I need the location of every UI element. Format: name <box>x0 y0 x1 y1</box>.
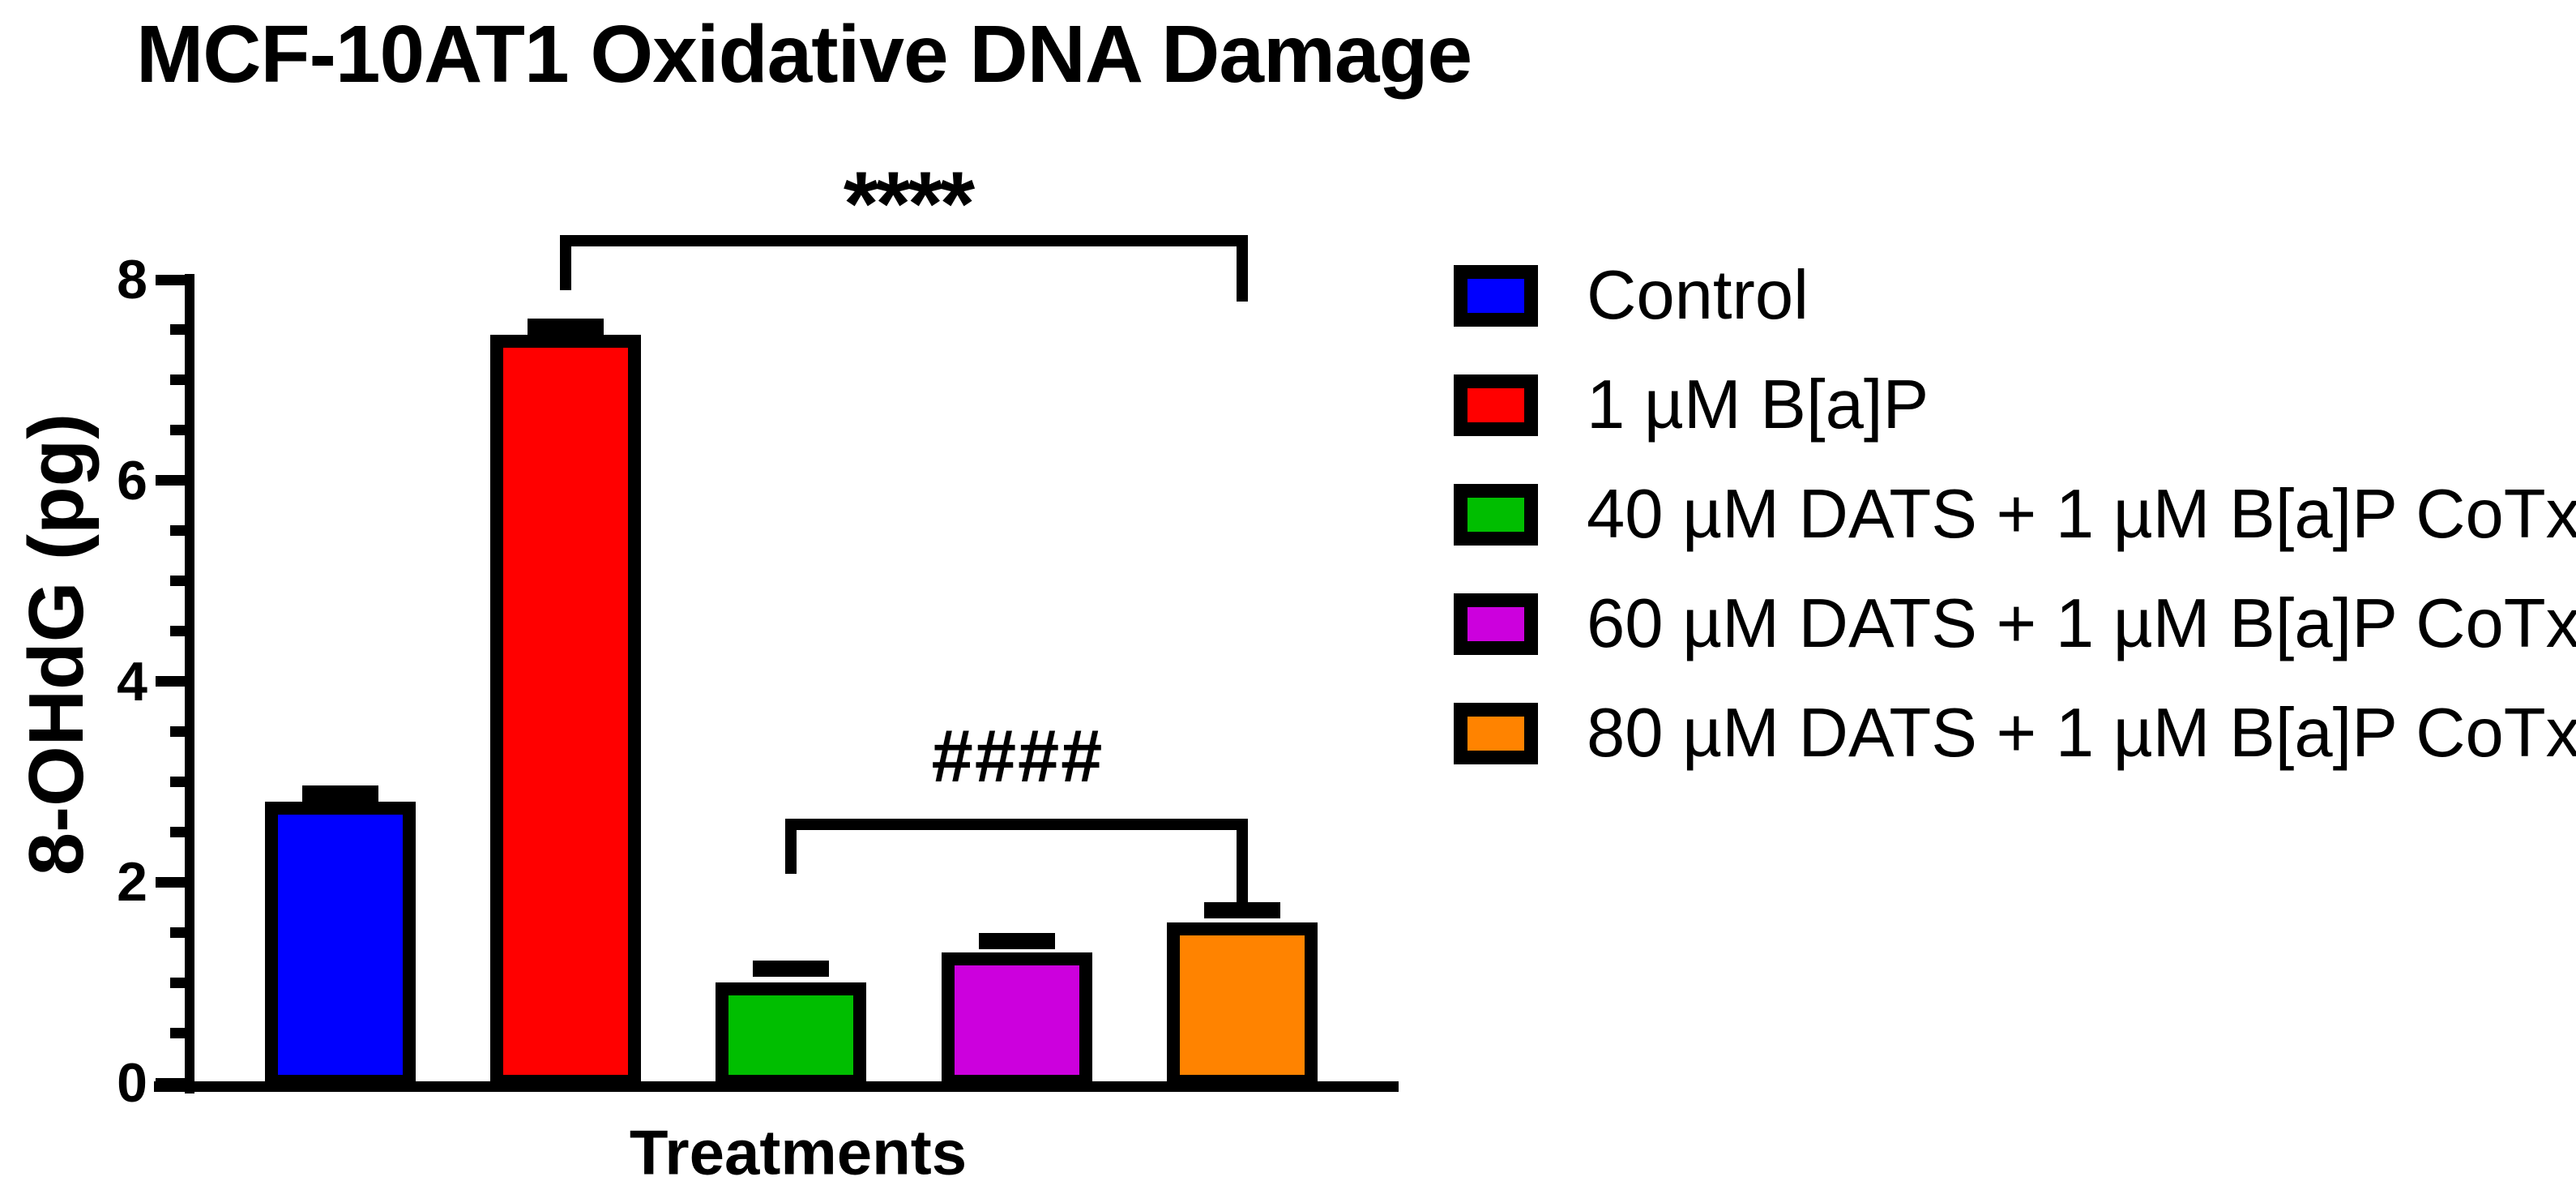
y-axis-line <box>185 274 194 1093</box>
legend-label-40um-dats-cotx: 40 µM DATS + 1 µM B[a]P CoTx <box>1587 476 2576 553</box>
legend-swatch-control <box>1454 265 1538 327</box>
legend-swatch-80um-dats-cotx <box>1454 703 1538 764</box>
y-minor-tick <box>170 1027 185 1038</box>
y-minor-tick <box>170 425 185 436</box>
bar-1um-bap <box>490 335 641 1088</box>
y-minor-tick <box>170 776 185 787</box>
bar-control <box>265 802 416 1088</box>
sig-bracket-left-drop <box>560 235 571 290</box>
sig-bracket-right-drop <box>1237 235 1248 302</box>
legend-label-1um-bap: 1 µM B[a]P <box>1587 366 1929 443</box>
y-tick-label: 8 <box>117 249 147 310</box>
legend-label-control: Control <box>1587 257 1809 334</box>
sig-label: **** <box>843 153 975 255</box>
error-bar-80um-dats-cotx <box>1204 901 1280 918</box>
error-bar-40um-dats-cotx <box>753 960 829 977</box>
y-minor-tick <box>170 977 185 988</box>
y-minor-tick <box>170 525 185 537</box>
error-bar-60um-dats-cotx <box>979 933 1055 950</box>
y-minor-tick <box>170 725 185 737</box>
legend-swatch-40um-dats-cotx <box>1454 484 1538 546</box>
legend-swatch-60um-dats-cotx <box>1454 593 1538 655</box>
sig-bracket-right-drop <box>1237 819 1248 909</box>
error-bar-1um-bap <box>528 319 604 336</box>
y-minor-tick <box>170 374 185 386</box>
y-minor-tick <box>170 927 185 938</box>
y-minor-tick <box>170 626 185 637</box>
y-major-tick <box>156 876 185 888</box>
sig-bracket-bar <box>785 819 1248 830</box>
bar-40um-dats-cotx <box>716 982 866 1088</box>
y-tick-label: 6 <box>117 449 147 511</box>
legend-swatch-1um-bap <box>1454 374 1538 436</box>
y-minor-tick <box>170 576 185 587</box>
legend-label-60um-dats-cotx: 60 µM DATS + 1 µM B[a]P CoTx <box>1587 585 2576 662</box>
sig-bracket-bar <box>560 235 1248 246</box>
sig-label: #### <box>931 715 1104 798</box>
error-bar-control <box>302 785 378 802</box>
y-minor-tick <box>170 826 185 837</box>
y-tick-label: 2 <box>117 851 147 914</box>
y-minor-tick <box>170 324 185 336</box>
sig-bracket-left-drop <box>785 819 797 874</box>
bar-80um-dats-cotx <box>1167 922 1318 1088</box>
y-major-tick <box>156 1077 185 1089</box>
y-tick-label: 0 <box>117 1052 147 1114</box>
bar-60um-dats-cotx <box>942 952 1092 1088</box>
y-major-tick <box>156 676 185 687</box>
chart-title: MCF-10AT1 Oxidative DNA Damage <box>136 9 1472 100</box>
x-axis-title: Treatments <box>629 1116 968 1188</box>
y-major-tick <box>156 274 185 285</box>
y-major-tick <box>156 475 185 486</box>
y-tick-label: 4 <box>117 650 147 713</box>
legend-label-80um-dats-cotx: 80 µM DATS + 1 µM B[a]P CoTx <box>1587 695 2576 772</box>
